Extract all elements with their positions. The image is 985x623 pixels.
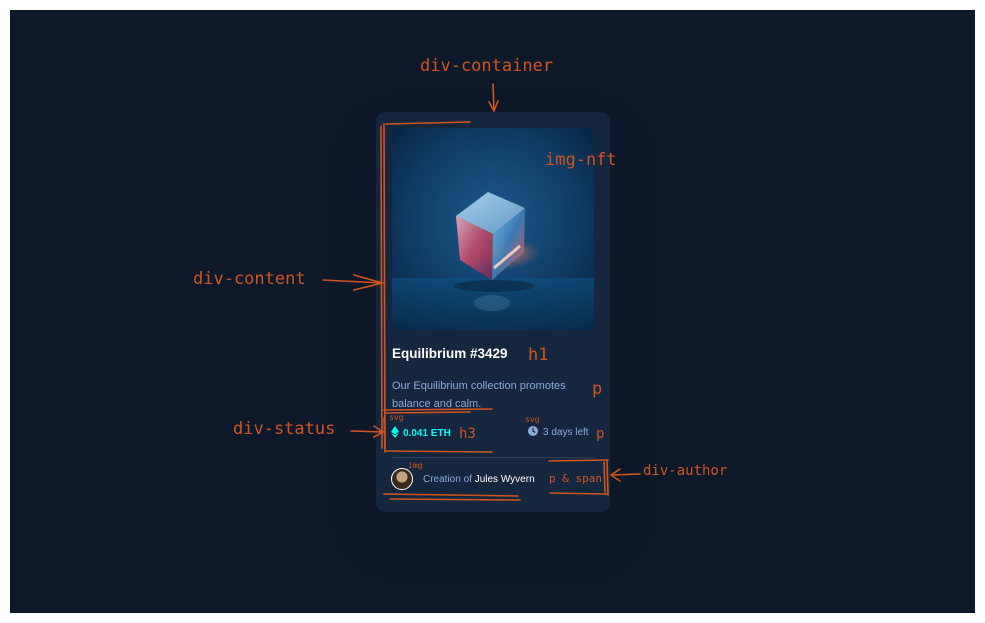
card-title[interactable]: Equilibrium #3429 — [392, 346, 508, 361]
divider — [392, 457, 594, 458]
label-div-status: div-status — [233, 419, 336, 439]
author-row: Creation of Jules Wyvern — [391, 467, 535, 491]
card-description: Our Equilibrium collection promotes bala… — [392, 380, 566, 410]
label-div-author: div-author — [643, 463, 728, 479]
clock-icon — [528, 426, 538, 439]
ethereum-icon — [391, 426, 399, 441]
author-name[interactable]: Jules Wyvern — [474, 473, 535, 485]
status-row: 0.041 ETH 3 days left — [391, 426, 591, 442]
label-h3: h3 — [459, 426, 476, 442]
time-left-text: 3 days left — [543, 427, 589, 438]
label-div-container: div-container — [420, 56, 554, 76]
avatar — [391, 468, 413, 490]
label-img-nft: img-nft — [545, 150, 617, 170]
label-svg-eth: svg — [389, 413, 404, 422]
time-remaining: 3 days left — [528, 426, 589, 439]
label-svg-clock: svg — [525, 415, 540, 424]
label-p-time: p — [596, 426, 605, 442]
label-div-content: div-content — [193, 269, 306, 289]
price-value: 0.041 ETH — [403, 428, 451, 439]
label-h1: h1 — [528, 345, 549, 365]
author-text: Creation of Jules Wyvern — [423, 474, 535, 485]
nft-image[interactable] — [392, 128, 594, 330]
label-img-avatar: img — [408, 461, 423, 470]
price: 0.041 ETH — [391, 426, 451, 441]
label-p-span: p & span — [549, 472, 602, 485]
label-p-description: p — [592, 379, 603, 399]
author-prefix: Creation of — [423, 473, 472, 485]
